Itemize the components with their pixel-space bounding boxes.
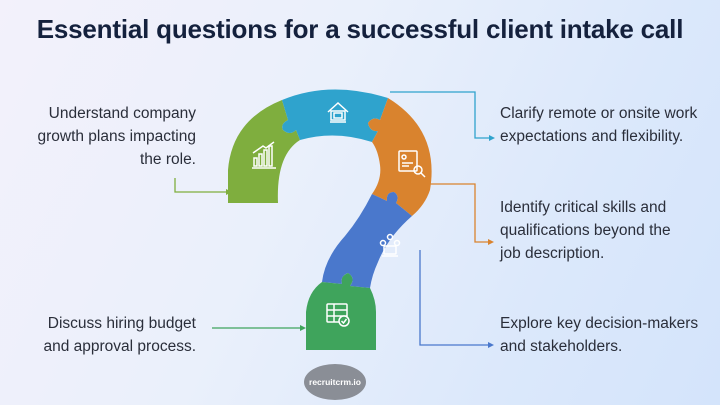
puzzle-piece-skills xyxy=(368,98,432,216)
budget-check-icon xyxy=(326,303,350,327)
brand-badge: recruitcrm.io xyxy=(304,364,366,400)
text-critical-skills: Identify critical skills and qualificati… xyxy=(500,199,671,262)
connector-decision xyxy=(419,250,488,346)
connector-budget-arrow xyxy=(300,325,306,331)
page-title: Essential questions for a successful cli… xyxy=(36,14,684,44)
puzzle-piece-budget xyxy=(306,273,376,350)
text-remote-onsite: Clarify remote or onsite work expectatio… xyxy=(500,105,698,145)
puzzle-piece-decision xyxy=(322,192,412,288)
connector-decision-arrow xyxy=(488,342,494,348)
text-growth-plans: Understand company growth plans impactin… xyxy=(37,105,196,168)
connector-remote xyxy=(390,91,490,139)
team-meeting-icon xyxy=(379,233,401,257)
text-decision-makers: Explore key decision-makers and stakehol… xyxy=(500,315,699,355)
id-card-search-icon xyxy=(398,150,426,178)
remote-home-icon xyxy=(327,101,349,123)
chart-growth-icon xyxy=(252,141,276,169)
puzzle-piece-remote xyxy=(282,89,388,142)
connector-skills-arrow xyxy=(488,239,494,245)
connector-remote-arrow xyxy=(489,135,495,141)
text-hiring-budget: Discuss hiring budget and approval proce… xyxy=(43,315,196,355)
connector-growth xyxy=(174,178,226,193)
connector-skills xyxy=(428,183,488,243)
